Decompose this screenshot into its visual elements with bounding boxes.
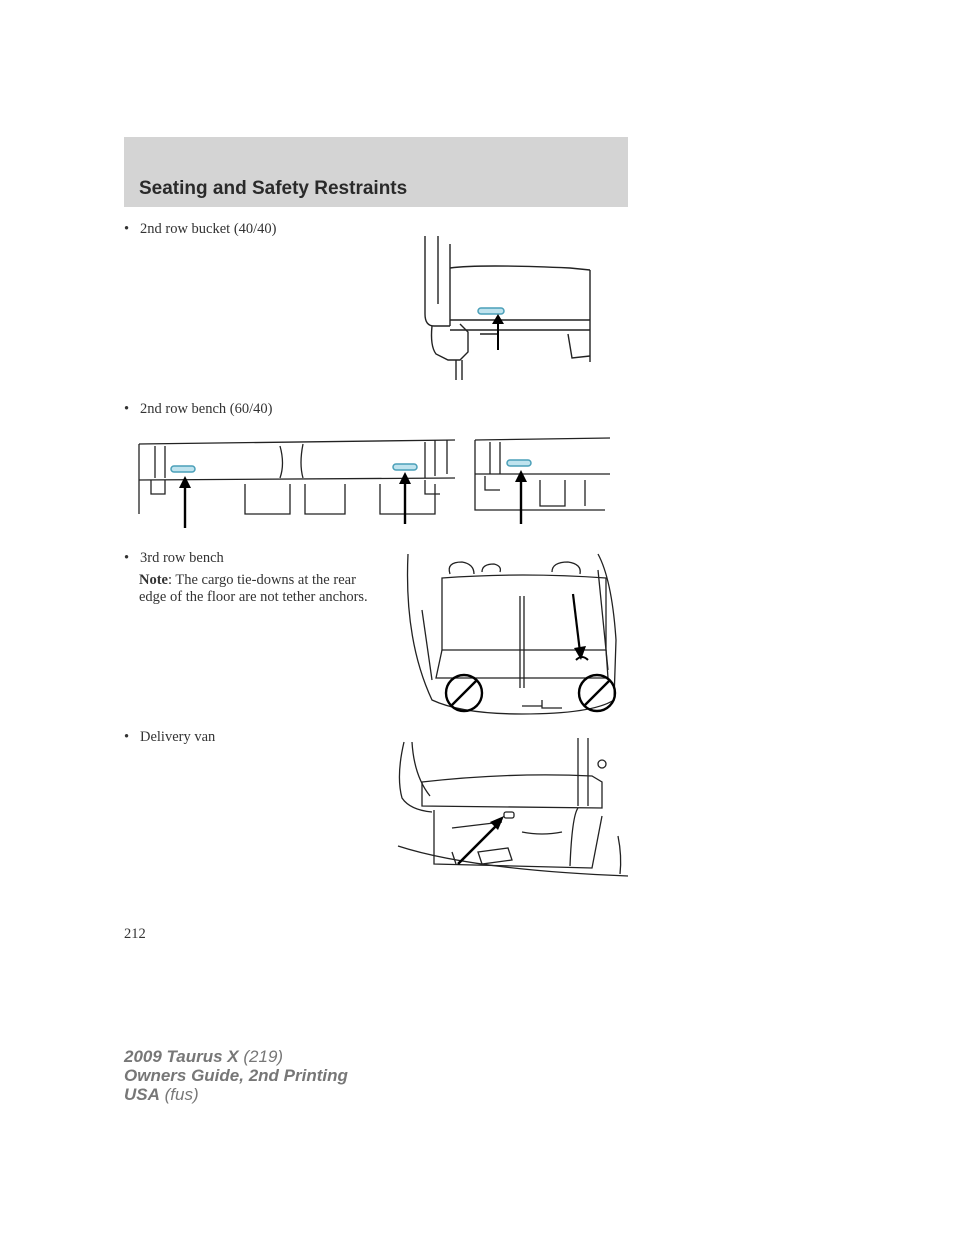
bucket-seat-tether-anchor-illustration [420,234,595,386]
section-header-band: Seating and Safety Restraints [124,137,628,207]
footer-line-guide: Owners Guide, 2nd Printing [124,1066,348,1085]
bullet-label: Delivery van [140,729,216,745]
bullet-dot: • [124,550,130,566]
delivery-van-tether-anchor-illustration [392,736,632,878]
bullet-item-delivery-van: • Delivery van [124,729,215,746]
section-title: Seating and Safety Restraints [139,178,408,199]
note-paragraph: Note: The cargo tie-downs at the rear ed… [139,572,375,606]
note-label: Note [139,572,168,588]
footer-line-region: USA (fus) [124,1085,199,1104]
third-row-bench-tether-anchor-illustration [402,550,618,718]
bullet-label: 2nd row bench (60/40) [140,401,273,417]
bullet-item-2nd-row-bucket: • 2nd row bucket (40/40) [124,221,277,238]
bullet-label: 3rd row bench [140,550,224,566]
document-footer: 2009 Taurus X (219) Owners Guide, 2nd Pr… [124,1047,348,1104]
bullet-dot: • [124,221,130,237]
bullet-dot: • [124,401,130,417]
bullet-dot: • [124,729,130,745]
bullet-label: 2nd row bucket (40/40) [140,221,277,237]
footer-line-model: 2009 Taurus X (219) [124,1047,284,1066]
bullet-item-2nd-row-bench: • 2nd row bench (60/40) [124,401,272,418]
note-text: : The cargo tie-downs at the rear edge o… [139,572,368,605]
bench-seat-tether-anchors-illustration [135,434,610,530]
bullet-item-3rd-row-bench: • 3rd row bench [124,550,224,567]
page-number: 212 [124,926,146,942]
